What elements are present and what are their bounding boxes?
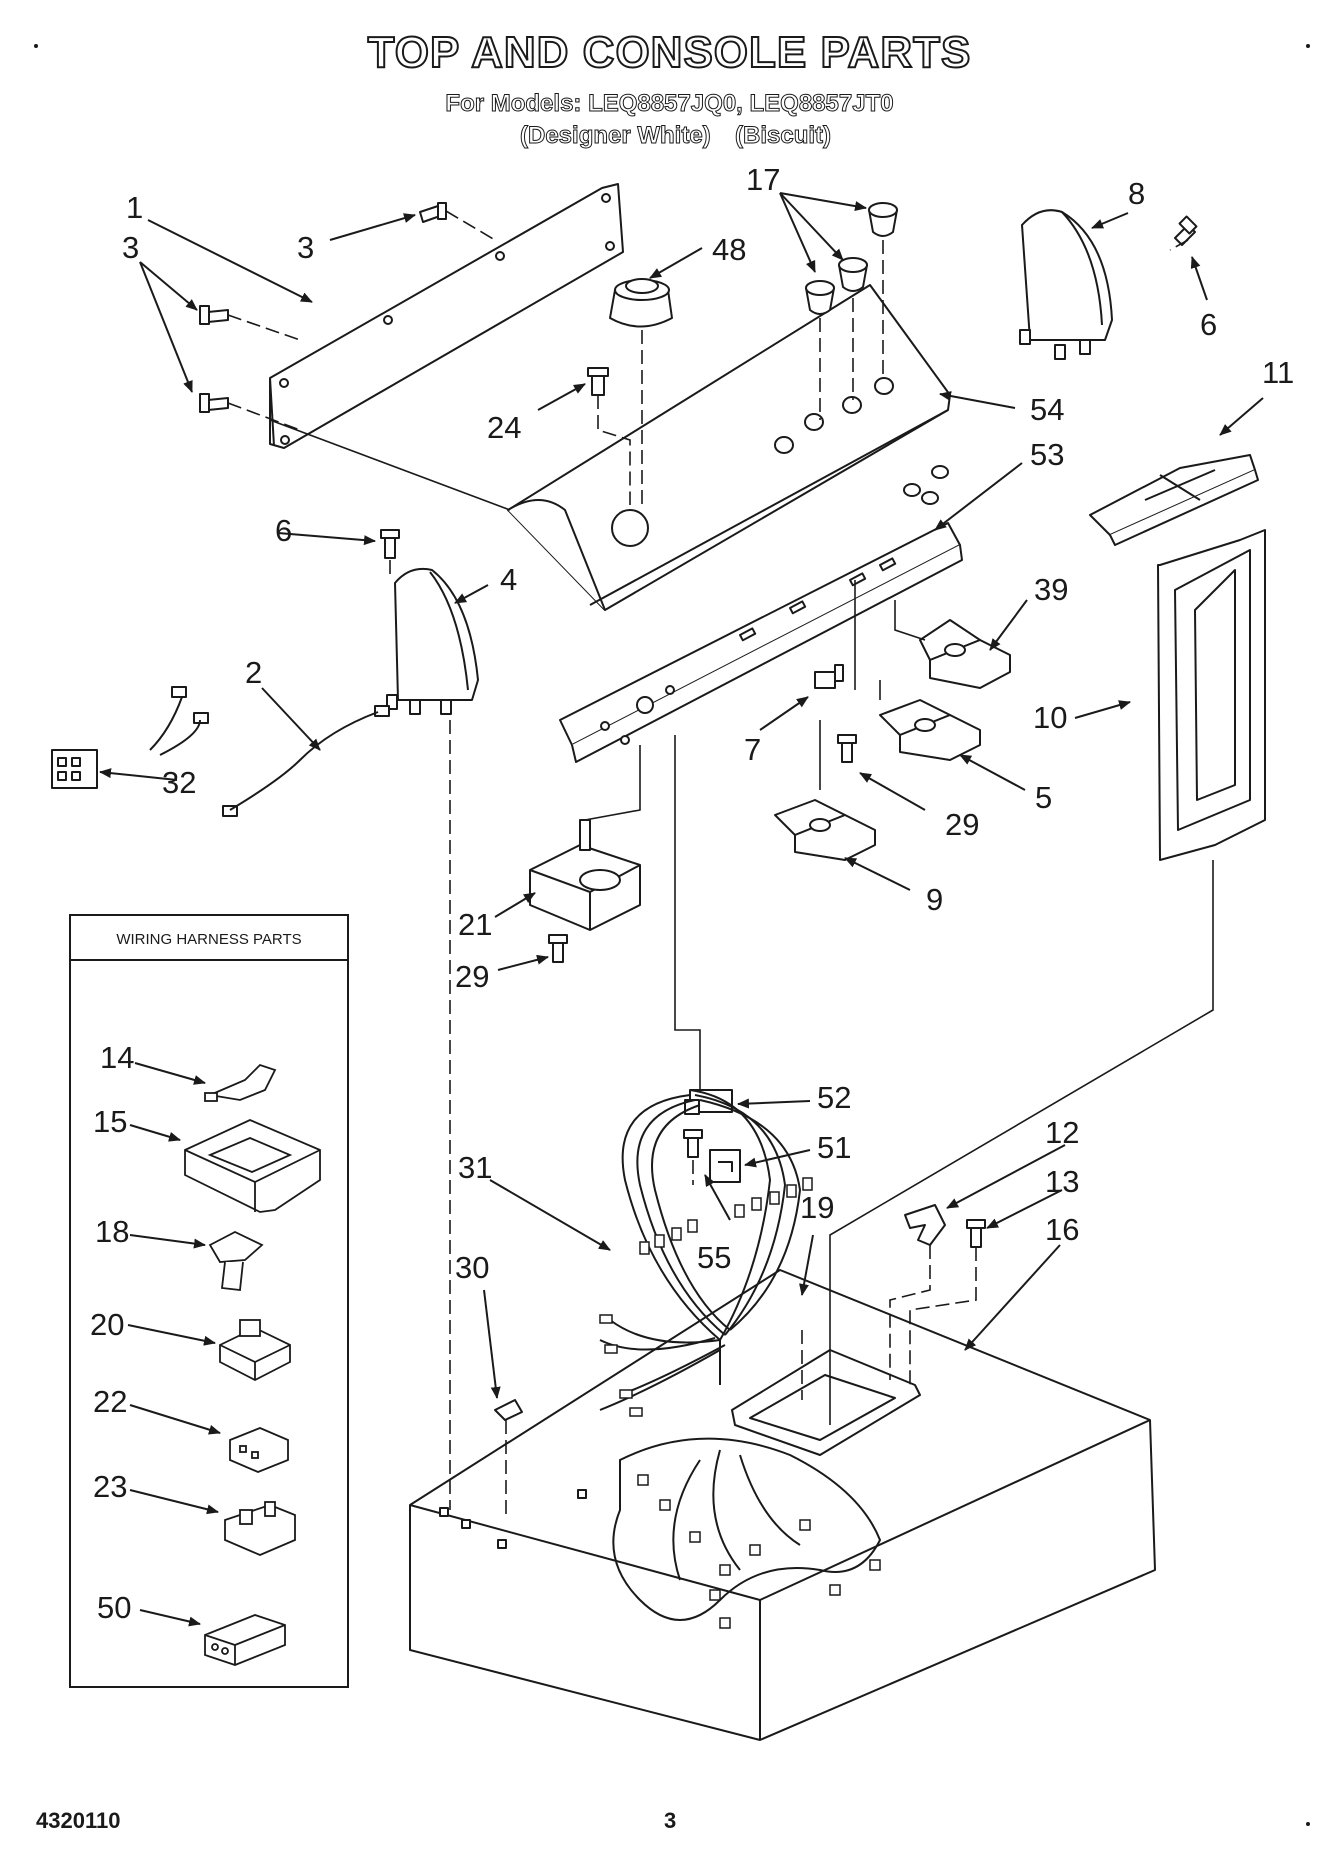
callout-1: 1 — [126, 190, 143, 225]
lint-duct-10 — [1157, 529, 1266, 861]
callout-54: 54 — [1030, 392, 1064, 427]
callout-19: 19 — [800, 1190, 834, 1225]
document-number: 4320110 — [36, 1808, 121, 1833]
timer-21 — [529, 819, 641, 931]
page-title: TOP AND CONSOLE PARTS — [367, 27, 972, 78]
screw-left-3b — [199, 393, 229, 413]
screw-6-left — [380, 529, 400, 559]
callout-32: 32 — [162, 765, 196, 800]
control-knob-1 — [805, 280, 835, 315]
corner-mark-top-left — [34, 44, 38, 48]
wiring-harness-parts-title: WIRING HARNESS PARTS — [116, 931, 301, 948]
callout-20: 20 — [90, 1307, 124, 1342]
callout-48: 48 — [712, 232, 746, 267]
callout-29-top: 29 — [945, 807, 979, 842]
screw-top-3 — [419, 202, 447, 223]
switch-9 — [774, 799, 876, 861]
terminal-14 — [204, 1063, 277, 1102]
callout-39: 39 — [1034, 572, 1068, 607]
callout-7: 7 — [744, 732, 761, 767]
clip-18 — [208, 1230, 264, 1291]
callout-55: 55 — [697, 1240, 731, 1275]
callout-51: 51 — [817, 1130, 851, 1165]
wire-harness-main — [149, 696, 882, 1621]
clip-30 — [494, 1399, 523, 1421]
console-housing — [507, 284, 951, 611]
callout-6-right: 6 — [1200, 307, 1217, 342]
top-plate — [409, 1269, 1156, 1741]
control-knob-3 — [868, 202, 898, 237]
screw-29-timer — [548, 934, 568, 963]
ground-wire-2 — [222, 705, 390, 817]
callout-13: 13 — [1045, 1164, 1079, 1199]
rear-console-panel — [269, 183, 624, 449]
screw-24 — [587, 367, 609, 396]
wire-terminals — [599, 1177, 881, 1629]
part-7-clip — [814, 664, 844, 689]
screw-55 — [683, 1129, 703, 1158]
harness-bracket-51 — [709, 1149, 741, 1183]
connector-22 — [229, 1427, 289, 1473]
switch-39 — [919, 619, 1011, 689]
screw-6-right — [1174, 215, 1198, 246]
corner-mark-top-right — [1306, 44, 1310, 48]
callout-2: 2 — [245, 655, 262, 690]
model-numbers: For Models: LEQ8857JQ0, LEQ8857JT0 — [445, 90, 894, 118]
callout-17: 17 — [746, 162, 780, 197]
lint-filter-11 — [1089, 454, 1259, 546]
end-cap-right — [1019, 209, 1113, 360]
screw-left-3a — [199, 305, 229, 325]
callout-16: 16 — [1045, 1212, 1079, 1247]
callout-11: 11 — [1262, 355, 1294, 390]
callout-18: 18 — [95, 1214, 129, 1249]
callout-22: 22 — [93, 1384, 127, 1419]
callout-3-left: 3 — [122, 230, 139, 265]
callout-10: 10 — [1033, 700, 1067, 735]
callout-6-left: 6 — [275, 513, 292, 548]
callout-23: 23 — [93, 1469, 127, 1504]
clip-12 — [904, 1204, 946, 1246]
connector-15 — [184, 1119, 321, 1213]
callout-53: 53 — [1030, 437, 1064, 472]
callout-21: 21 — [458, 907, 492, 942]
switch-5 — [879, 699, 981, 761]
connector-23 — [224, 1501, 296, 1556]
callout-15: 15 — [93, 1104, 127, 1139]
screw-29-top — [837, 734, 857, 763]
harness-connector-32 — [51, 686, 209, 789]
screw-13 — [966, 1219, 986, 1248]
callout-31: 31 — [458, 1150, 492, 1185]
callout-8: 8 — [1128, 176, 1145, 211]
corner-mark-bottom-right — [1306, 1822, 1310, 1826]
callout-12: 12 — [1045, 1115, 1079, 1150]
callout-24: 24 — [487, 410, 521, 445]
callout-9: 9 — [926, 882, 943, 917]
callout-30: 30 — [455, 1250, 489, 1285]
callout-52: 52 — [817, 1080, 851, 1115]
callout-4: 4 — [500, 562, 517, 597]
control-knob-2 — [838, 257, 868, 292]
callout-29-timer: 29 — [455, 959, 489, 994]
model-color-designer-white: (Designer White) — [520, 122, 712, 150]
end-cap-left — [386, 567, 479, 715]
callout-numbers: 1 3 3 2 4 5 6 6 7 8 9 10 11 12 13 14 15 … — [90, 162, 1294, 1625]
connector-20 — [219, 1319, 291, 1382]
control-panel-rail — [559, 522, 963, 763]
callout-3-top: 3 — [297, 230, 314, 265]
callout-14: 14 — [100, 1040, 134, 1075]
wiring-harness-parts-box: WIRING HARNESS PARTS — [69, 914, 349, 1688]
connector-50 — [204, 1614, 286, 1666]
page-number: 3 — [664, 1808, 677, 1833]
model-color-biscuit: (Biscuit) — [735, 122, 832, 150]
callout-50: 50 — [97, 1590, 131, 1625]
timer-knob — [609, 278, 673, 328]
callout-5: 5 — [1035, 780, 1052, 815]
